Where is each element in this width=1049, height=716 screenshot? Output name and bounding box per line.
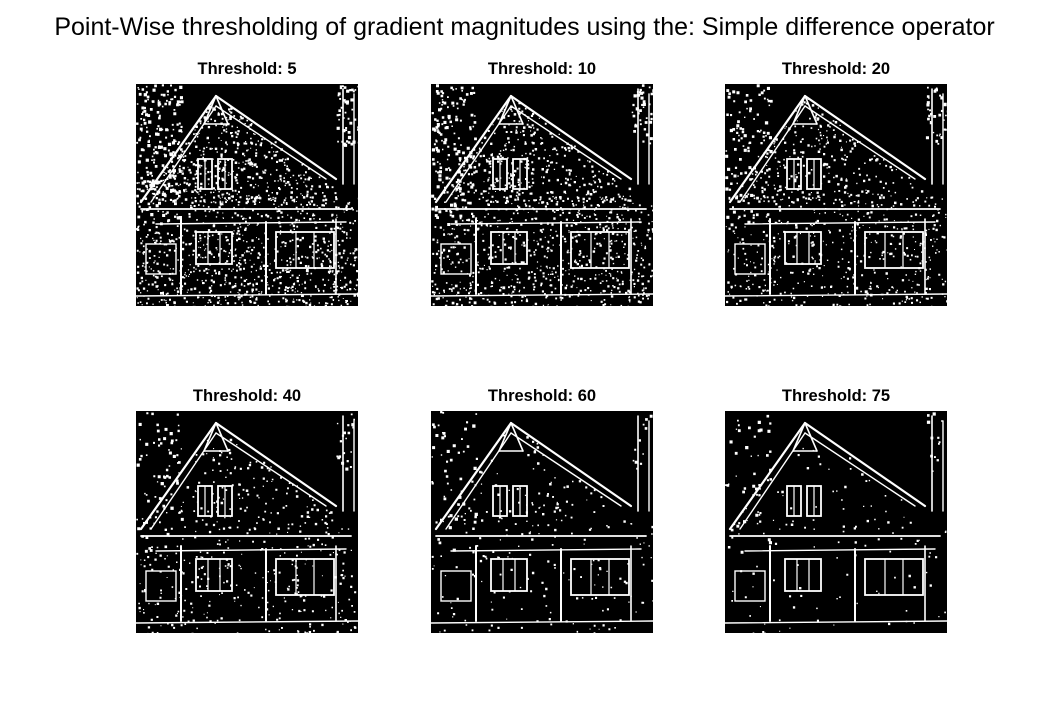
panel-title: Threshold: 75 <box>781 387 891 405</box>
edge-map-image <box>725 411 947 633</box>
panel-title: Threshold: 60 <box>487 387 597 405</box>
panel-title: Threshold: 40 <box>192 387 302 405</box>
edge-map-image <box>725 84 947 306</box>
edge-map-image <box>136 411 358 633</box>
panel-title: Threshold: 10 <box>487 60 597 78</box>
edge-map-image <box>136 84 358 306</box>
edge-map-image <box>431 84 653 306</box>
panel-title: Threshold: 20 <box>781 60 891 78</box>
edge-map-image <box>431 411 653 633</box>
figure-title: Point-Wise thresholding of gradient magn… <box>54 13 995 41</box>
panel-title: Threshold: 5 <box>197 60 297 78</box>
